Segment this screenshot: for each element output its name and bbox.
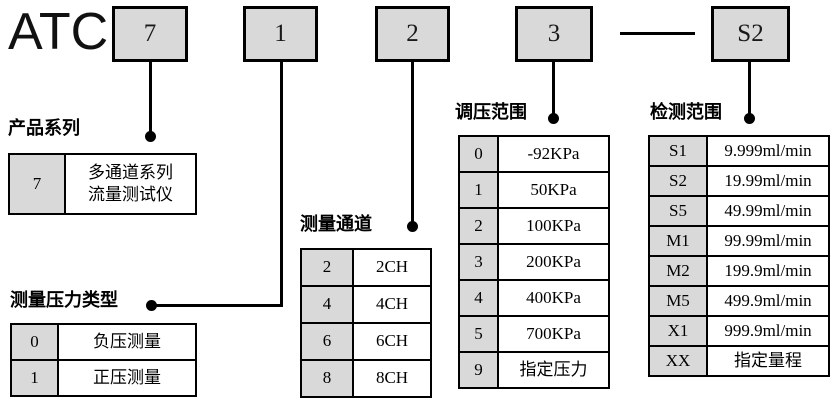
- code-cell: M5: [648, 285, 708, 317]
- code-cell: 0: [10, 323, 59, 361]
- description-cell: 400KPa: [497, 279, 610, 317]
- code-cell: XX: [648, 345, 708, 377]
- description-cell: 负压测量: [57, 323, 197, 361]
- description-cell: 700KPa: [497, 315, 610, 353]
- description-cell: 99.99ml/min: [706, 225, 830, 257]
- description-cell: 9.999ml/min: [706, 135, 830, 167]
- section-title-detection-range: 检测范围: [650, 102, 722, 122]
- connector-pressure-range-line: [552, 62, 555, 115]
- code-cell: X1: [648, 315, 708, 347]
- section-title-pressure-range: 调压范围: [455, 102, 527, 122]
- description-cell: 50KPa: [497, 171, 610, 209]
- code-box-channels-label: 2: [406, 20, 419, 47]
- code-box-pressure-type: 1: [243, 6, 318, 62]
- connector-channels-line: [411, 62, 414, 222]
- separator-dash: [620, 32, 695, 35]
- code-cell: M2: [648, 255, 708, 287]
- description-cell: 4CH: [352, 285, 432, 324]
- description-cell: 100KPa: [497, 207, 610, 245]
- code-cell: S1: [648, 135, 708, 167]
- code-cell: M1: [648, 225, 708, 257]
- connector-channels-dot: [407, 221, 418, 232]
- description-cell: -92KPa: [497, 135, 610, 173]
- description-cell: 49.99ml/min: [706, 195, 830, 227]
- description-cell: 8CH: [352, 359, 432, 398]
- brand-label: ATC: [8, 3, 109, 61]
- code-box-pressure-type-label: 1: [274, 20, 287, 47]
- description-cell: 6CH: [352, 322, 432, 361]
- description-cell: 200KPa: [497, 243, 610, 281]
- description-cell: 指定量程: [706, 345, 830, 377]
- section-title-series: 产品系列: [8, 118, 80, 138]
- code-box-detection-range-label: S2: [737, 20, 764, 47]
- description-cell: 199.9ml/min: [706, 255, 830, 287]
- code-cell: 3: [458, 243, 499, 281]
- connector-pressure-type-vline: [280, 62, 283, 307]
- code-cell: 2: [300, 248, 354, 287]
- code-cell: 7: [8, 153, 66, 215]
- section-title-channels: 测量通道: [300, 214, 372, 234]
- code-box-pressure-range-label: 3: [547, 20, 561, 47]
- code-cell: 4: [300, 285, 354, 324]
- code-cell: 8: [300, 359, 354, 398]
- description-cell: 指定压力: [497, 351, 610, 389]
- table-row: 0-92KPa: [458, 135, 610, 173]
- code-cell: 5: [458, 315, 499, 353]
- connector-detection-range-line: [748, 62, 751, 115]
- connector-pressure-type-dot: [146, 300, 157, 311]
- connector-series-dot: [145, 131, 156, 142]
- code-box-series: 7: [112, 6, 188, 62]
- code-box-detection-range: S2: [711, 6, 790, 62]
- code-cell: S5: [648, 195, 708, 227]
- description-cell: 正压测量: [57, 359, 197, 397]
- code-cell: 0: [458, 135, 499, 173]
- code-cell: 6: [300, 322, 354, 361]
- description-cell: 2CH: [352, 248, 432, 287]
- connector-detection-range-dot: [744, 113, 755, 124]
- code-box-pressure-range: 3: [515, 6, 593, 62]
- code-cell: 1: [10, 359, 59, 397]
- description-cell: 999.9ml/min: [706, 315, 830, 347]
- code-cell: 2: [458, 207, 499, 245]
- code-box-channels: 2: [375, 6, 450, 62]
- code-cell: 1: [458, 171, 499, 209]
- description-cell: 499.9ml/min: [706, 285, 830, 317]
- description-cell: 多通道系列 流量测试仪: [64, 153, 197, 215]
- code-cell: 4: [458, 279, 499, 317]
- description-cell: 19.99ml/min: [706, 165, 830, 197]
- connector-series-line: [149, 62, 152, 134]
- code-box-series-label: 7: [143, 20, 157, 47]
- connector-pressure-range-dot: [548, 113, 559, 124]
- code-cell: 9: [458, 351, 499, 389]
- code-cell: S2: [648, 165, 708, 197]
- section-title-pressure-type: 测量压力类型: [10, 290, 118, 310]
- connector-pressure-type-hline: [155, 304, 283, 307]
